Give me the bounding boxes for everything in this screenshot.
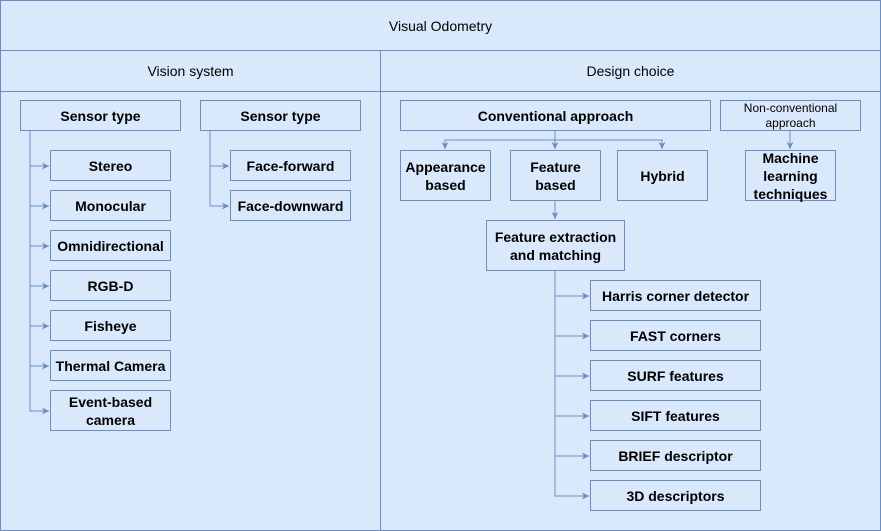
sensor-monocular-node: Monocular	[50, 190, 171, 221]
appearance-based-node: Appearance based	[400, 150, 491, 201]
sensor-type-node: Sensor type	[20, 100, 181, 131]
sensor-stereo-node: Stereo	[50, 150, 171, 181]
sensor-fisheye-node: Fisheye	[50, 310, 171, 341]
diagram-title: Visual Odometry	[388, 17, 493, 34]
3d-descriptors-node: 3D descriptors	[590, 480, 761, 511]
feature-based-node: Feature based	[510, 150, 601, 201]
vision-system-heading: Vision system	[147, 63, 234, 79]
conventional-approach-node: Conventional approach	[400, 100, 711, 131]
feature-extraction-node: Feature extraction and matching	[486, 220, 625, 271]
design-choice-heading: Design choice	[586, 63, 675, 79]
sensor-event-based-node: Event-based camera	[50, 390, 171, 431]
sift-features-node: SIFT features	[590, 400, 761, 431]
sensor-omnidirectional-node: Omnidirectional	[50, 230, 171, 261]
hybrid-node: Hybrid	[617, 150, 708, 201]
brief-descriptor-node: BRIEF descriptor	[590, 440, 761, 471]
title-region	[0, 0, 881, 51]
machine-learning-node: Machine learning techniques	[745, 150, 836, 202]
harris-corner-node: Harris corner detector	[590, 280, 761, 311]
header-divider	[0, 91, 881, 92]
face-forward-node: Face-forward	[230, 150, 351, 181]
sensor-thermal-node: Thermal Camera	[50, 350, 171, 381]
face-downward-node: Face-downward	[230, 190, 351, 221]
non-conventional-approach-node: Non-conventional approach	[720, 100, 861, 131]
sensor-type-orientation-node: Sensor type	[200, 100, 361, 131]
surf-features-node: SURF features	[590, 360, 761, 391]
fast-corners-node: FAST corners	[590, 320, 761, 351]
sensor-rgbd-node: RGB-D	[50, 270, 171, 301]
